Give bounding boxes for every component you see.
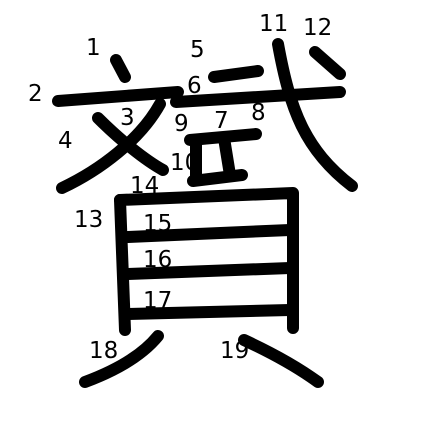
stroke-8	[218, 132, 236, 181]
stroke-12	[309, 46, 346, 80]
stroke-number-11: 11	[259, 11, 288, 37]
stroke-number-6: 6	[187, 73, 202, 99]
stroke-number-3: 3	[120, 105, 135, 131]
stroke-number-7: 7	[214, 108, 229, 134]
stroke-2	[52, 86, 184, 107]
stroke-19	[238, 334, 324, 388]
stroke-number-16: 16	[143, 247, 172, 273]
stroke-number-15: 15	[143, 211, 172, 237]
stroke-number-4: 4	[58, 128, 73, 154]
stroke-11	[272, 38, 358, 192]
stroke-number-2: 2	[28, 81, 43, 107]
stroke-10	[187, 169, 248, 187]
stroke-14	[114, 187, 299, 334]
stroke-number-1: 1	[86, 35, 101, 61]
stroke-number-12: 12	[303, 15, 332, 41]
stroke-18	[79, 330, 164, 388]
stroke-number-14: 14	[130, 173, 159, 199]
stroke-1	[110, 54, 131, 83]
stroke-13	[114, 194, 131, 336]
stroke-6	[170, 86, 346, 108]
stroke-5	[208, 65, 264, 83]
stroke-4	[92, 112, 169, 176]
stroke-number-5: 5	[190, 37, 205, 63]
stroke-17	[122, 304, 296, 320]
stroke-number-10: 10	[170, 150, 199, 176]
stroke-number-19: 19	[220, 338, 249, 364]
stroke-number-18: 18	[89, 338, 118, 364]
stroke-number-8: 8	[251, 100, 266, 126]
stroke-16	[122, 262, 296, 280]
stroke-number-13: 13	[74, 207, 103, 233]
stroke-3	[56, 98, 166, 194]
stroke-15	[122, 224, 296, 243]
stroke-number-17: 17	[143, 288, 172, 314]
stroke-number-9: 9	[174, 111, 189, 137]
